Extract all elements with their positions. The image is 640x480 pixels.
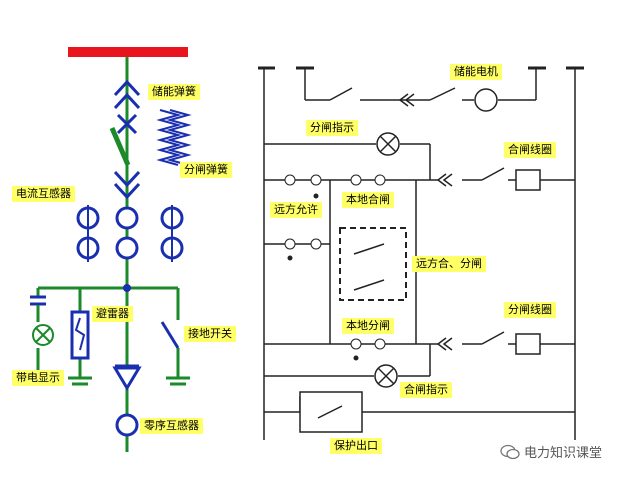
label-local-open: 本地分闸 [342,318,394,334]
label-opening-spring: 分闸弹簧 [180,162,232,178]
arrester-zigzag [74,317,86,351]
cable-terminal-icon [112,366,142,391]
earthing-switch-blade [160,321,180,349]
surge-arrester-icon [70,310,90,360]
opening-coil-icon [515,333,541,355]
upper-contact-chevrons [113,79,141,135]
label-energy-storage-spring: 储能弹簧 [148,84,200,100]
label-opening-coil: 分闸线圈 [504,302,556,318]
label-live-display: 带电显示 [12,370,64,386]
zero-sequence-ct-icon [115,413,139,437]
label-remote-allow: 远方允许 [270,202,322,218]
watermark-text: 电力知识课堂 [524,446,603,461]
wechat-icon [500,444,520,459]
breaker-blade [109,127,131,166]
remote-contacts [353,243,385,291]
label-closing-indicator: 合闸指示 [400,382,452,398]
label-opening-indicator: 分闸指示 [306,120,358,136]
label-protection-output: 保护出口 [330,438,382,454]
label-energy-storage-motor: 储能电机 [450,64,502,80]
motor-icon [474,88,498,112]
label-closing-coil: 合闸线圈 [504,142,556,158]
label-current-transformer: 电流互感器 [12,186,75,202]
label-earthing-switch: 接地开关 [184,326,236,342]
ct-axis-lines [87,205,173,262]
lamp-cross [35,327,51,343]
lower-contact-chevrons [113,170,141,200]
watermark: 电力知识课堂 [500,442,602,461]
junction-dot [123,284,131,292]
closing-coil-icon [515,169,541,191]
label-remote-close-open: 远方合、分闸 [412,256,486,272]
label-local-close: 本地合闸 [342,192,394,208]
energy-storage-spring-icon [156,109,192,166]
label-zero-sequence-ct: 零序互感器 [140,418,203,434]
busbar [68,47,188,57]
label-surge-arrester: 避雷器 [92,306,133,322]
remote-control-box [339,227,407,301]
selector-switch-icons [284,174,386,350]
plug-connector-icons [398,93,453,351]
